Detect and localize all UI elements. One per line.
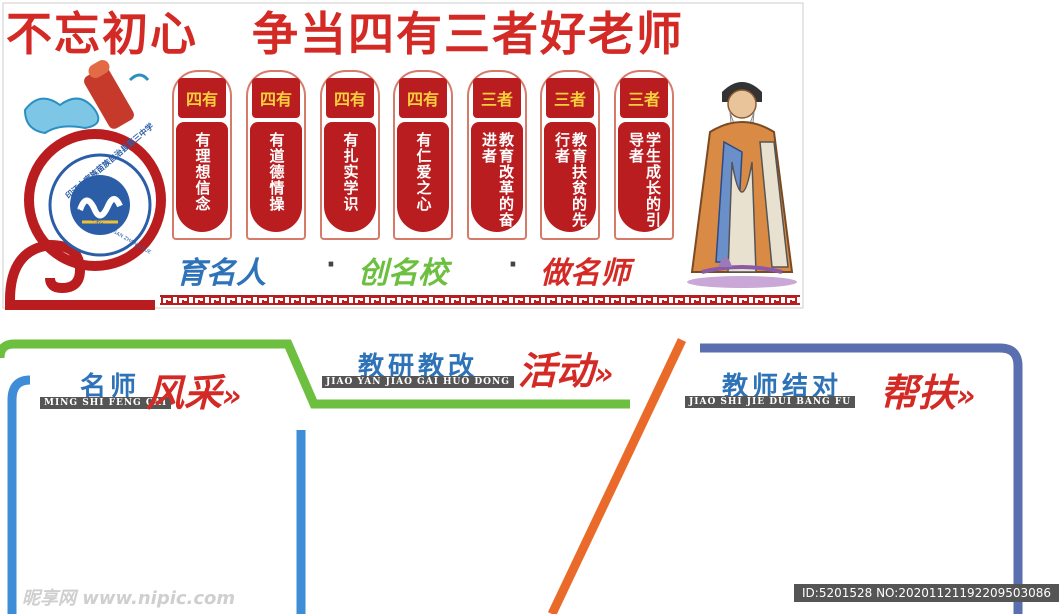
section-2-highlight: 活动»	[518, 349, 614, 393]
pillar-frame	[540, 70, 600, 240]
page-title: 不忘初心争当四有三者好老师	[6, 0, 684, 64]
slogan-part-3: 做名师	[540, 256, 630, 291]
school-emblem-icon	[5, 60, 166, 310]
pillar-body: 有理想信念	[176, 122, 228, 232]
slogan-part-2: 创名校	[358, 256, 448, 291]
pillar-body: 学生成长的引导者	[618, 122, 670, 232]
pillar-2: 四有有道德情操	[246, 70, 306, 240]
pillar-frame	[172, 70, 232, 240]
pillar-4: 四有有仁爱之心	[393, 70, 453, 240]
pillar-3: 四有有扎实学识	[320, 70, 380, 240]
title-right: 争当四有三者好老师	[252, 7, 684, 61]
pillar-body: 有仁爱之心	[397, 122, 449, 232]
section-3-highlight: 帮扶»	[880, 371, 976, 415]
banner-frame	[2, 2, 804, 309]
pillar-cap: 三者	[620, 78, 668, 118]
pillar-text: 有扎实学识	[341, 132, 360, 212]
pillar-1: 四有有理想信念	[172, 70, 232, 240]
fret-pattern	[161, 296, 797, 304]
slogan-separator-1: ·	[326, 250, 336, 280]
pillar-frame	[393, 70, 453, 240]
title-left: 不忘初心	[6, 7, 198, 61]
pillar-7: 三者学生成长的引导者	[614, 70, 674, 240]
section-2-pinyin: JIAO YAN JIAO GAI HUO DONG	[322, 376, 514, 388]
pillar-text: 有道德情操	[267, 132, 286, 212]
pillar-cap: 四有	[399, 78, 447, 118]
pillar-text: 有理想信念	[193, 132, 212, 212]
section-1-highlight: 风采»	[146, 371, 242, 415]
pillar-body: 教育扶贫的先行者	[544, 122, 596, 232]
section-3-pinyin: JIAO SHI JIE DUI BANG FU	[685, 396, 856, 408]
pillar-frame	[614, 70, 674, 240]
pillar-text: 学生成长的引导者	[627, 132, 662, 228]
pillar-cap: 三者	[473, 78, 521, 118]
confucius-figure-icon	[687, 82, 797, 288]
pillar-frame	[467, 70, 527, 240]
pillar-5: 三者教育改革的奋进者	[467, 70, 527, 240]
watermark-logo: 昵享网 www.nipic.com	[22, 588, 236, 609]
pillar-6: 三者教育扶贫的先行者	[540, 70, 600, 240]
slogan-part-1: 育名人	[176, 256, 266, 291]
pillar-body: 有扎实学识	[324, 122, 376, 232]
pillar-body: 有道德情操	[250, 122, 302, 232]
banner-area	[0, 0, 806, 312]
pillar-text: 教育改革的奋进者	[480, 132, 515, 228]
pillar-text: 有仁爱之心	[414, 132, 433, 212]
slogan-separator-2: ·	[508, 250, 518, 280]
pillar-frame	[246, 70, 306, 240]
watermark-id: ID:5201528 NO:20201121192209503086	[794, 584, 1059, 602]
board-frame	[0, 338, 1023, 614]
pillar-body: 教育改革的奋进者	[471, 122, 523, 232]
pillar-cap: 四有	[252, 78, 300, 118]
section-1-pinyin: MING SHI FENG CAI	[40, 397, 172, 409]
pillar-text: 教育扶贫的先行者	[553, 132, 588, 228]
pillar-cap: 四有	[326, 78, 374, 118]
pillar-frame	[320, 70, 380, 240]
pillar-cap: 四有	[178, 78, 226, 118]
pillar-cap: 三者	[546, 78, 594, 118]
